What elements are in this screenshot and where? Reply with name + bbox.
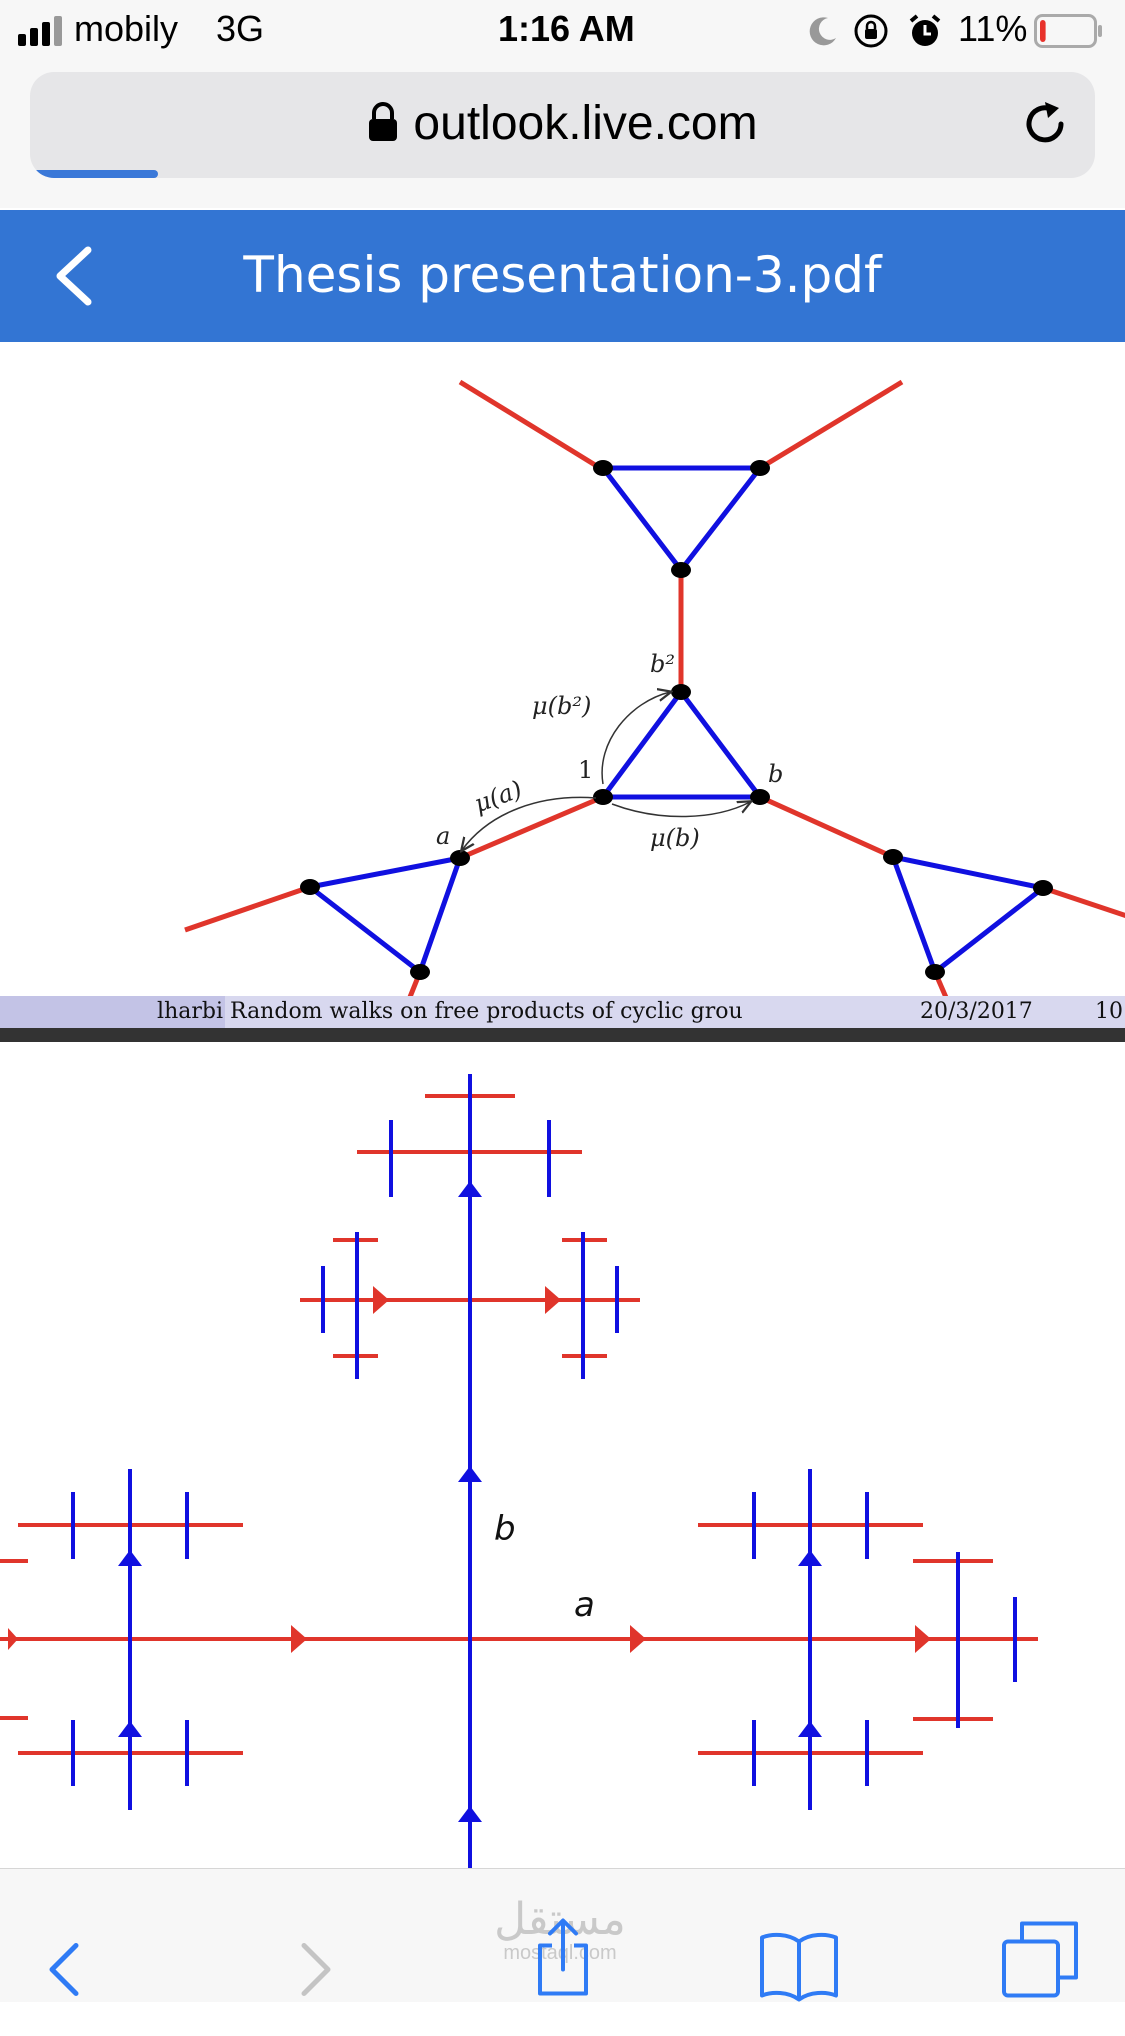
- footer-page-number: 10: [1095, 999, 1123, 1024]
- url-text: outlook.live.com: [413, 97, 758, 150]
- slide-footer: lharbi Random walks on free products of …: [0, 996, 1125, 1028]
- label-b: b: [768, 760, 783, 788]
- label-a: a: [436, 822, 450, 850]
- label-mu-b: μ(b): [650, 824, 700, 852]
- reload-icon[interactable]: [1019, 98, 1071, 150]
- page-divider: [0, 1028, 1125, 1042]
- label-mu-b-squared: μ(b²): [532, 692, 591, 720]
- clock: 1:16 AM: [498, 8, 635, 49]
- signal-icon: [18, 16, 62, 46]
- free-group-tree: b a: [0, 1074, 1038, 1872]
- share-icon[interactable]: [530, 1891, 596, 2024]
- bookmarks-icon[interactable]: [758, 1899, 840, 2032]
- forward-icon[interactable]: [296, 1903, 336, 2036]
- lock-icon: [369, 102, 398, 141]
- battery-icon: [1034, 14, 1102, 48]
- label-mu-a: μ(a): [470, 775, 525, 818]
- address-bar[interactable]: outlook.live.com: [30, 72, 1095, 178]
- footer-title: Random walks on free products of cyclic …: [230, 999, 743, 1024]
- moon-icon: [809, 17, 836, 46]
- carrier-name: mobily: [74, 8, 179, 49]
- watermark-latin: mostaql.com: [503, 1942, 617, 1964]
- cayley-graph-triangles: b² μ(b²) 1 b μ(a) a μ(b): [184, 379, 1125, 997]
- battery-percent: 11%: [958, 8, 1028, 49]
- back-icon[interactable]: [44, 1903, 84, 2036]
- status-bar: mobily 3G 1:16 AM 11%: [0, 0, 1125, 62]
- app-header: Thesis presentation-3.pdf: [0, 210, 1125, 342]
- label-identity: 1: [578, 756, 593, 784]
- label-generator-b: b: [494, 1509, 516, 1549]
- back-chevron-icon[interactable]: [50, 244, 100, 308]
- label-generator-a: a: [574, 1585, 595, 1625]
- pdf-page-tree-graph: b a: [0, 1042, 1125, 1872]
- alarm-icon: [909, 14, 941, 46]
- document-title: Thesis presentation-3.pdf: [243, 246, 882, 304]
- browser-address-area: outlook.live.com: [0, 62, 1125, 208]
- browser-toolbar: مستقل mostaql.com: [0, 1868, 1125, 2002]
- footer-author: lharbi: [157, 999, 223, 1024]
- watermark-arabic: مستقل: [494, 1894, 626, 1945]
- watermark: مستقل mostaql.com: [480, 1894, 640, 1964]
- footer-date: 20/3/2017: [920, 999, 1033, 1024]
- network-type: 3G: [216, 8, 265, 49]
- label-b-squared: b²: [650, 650, 675, 678]
- tabs-icon[interactable]: [1000, 1893, 1080, 2026]
- rotation-lock-icon: [854, 14, 888, 48]
- pdf-page-cayley-graph: b² μ(b²) 1 b μ(a) a μ(b): [0, 342, 1125, 997]
- page-load-progress: [30, 170, 158, 178]
